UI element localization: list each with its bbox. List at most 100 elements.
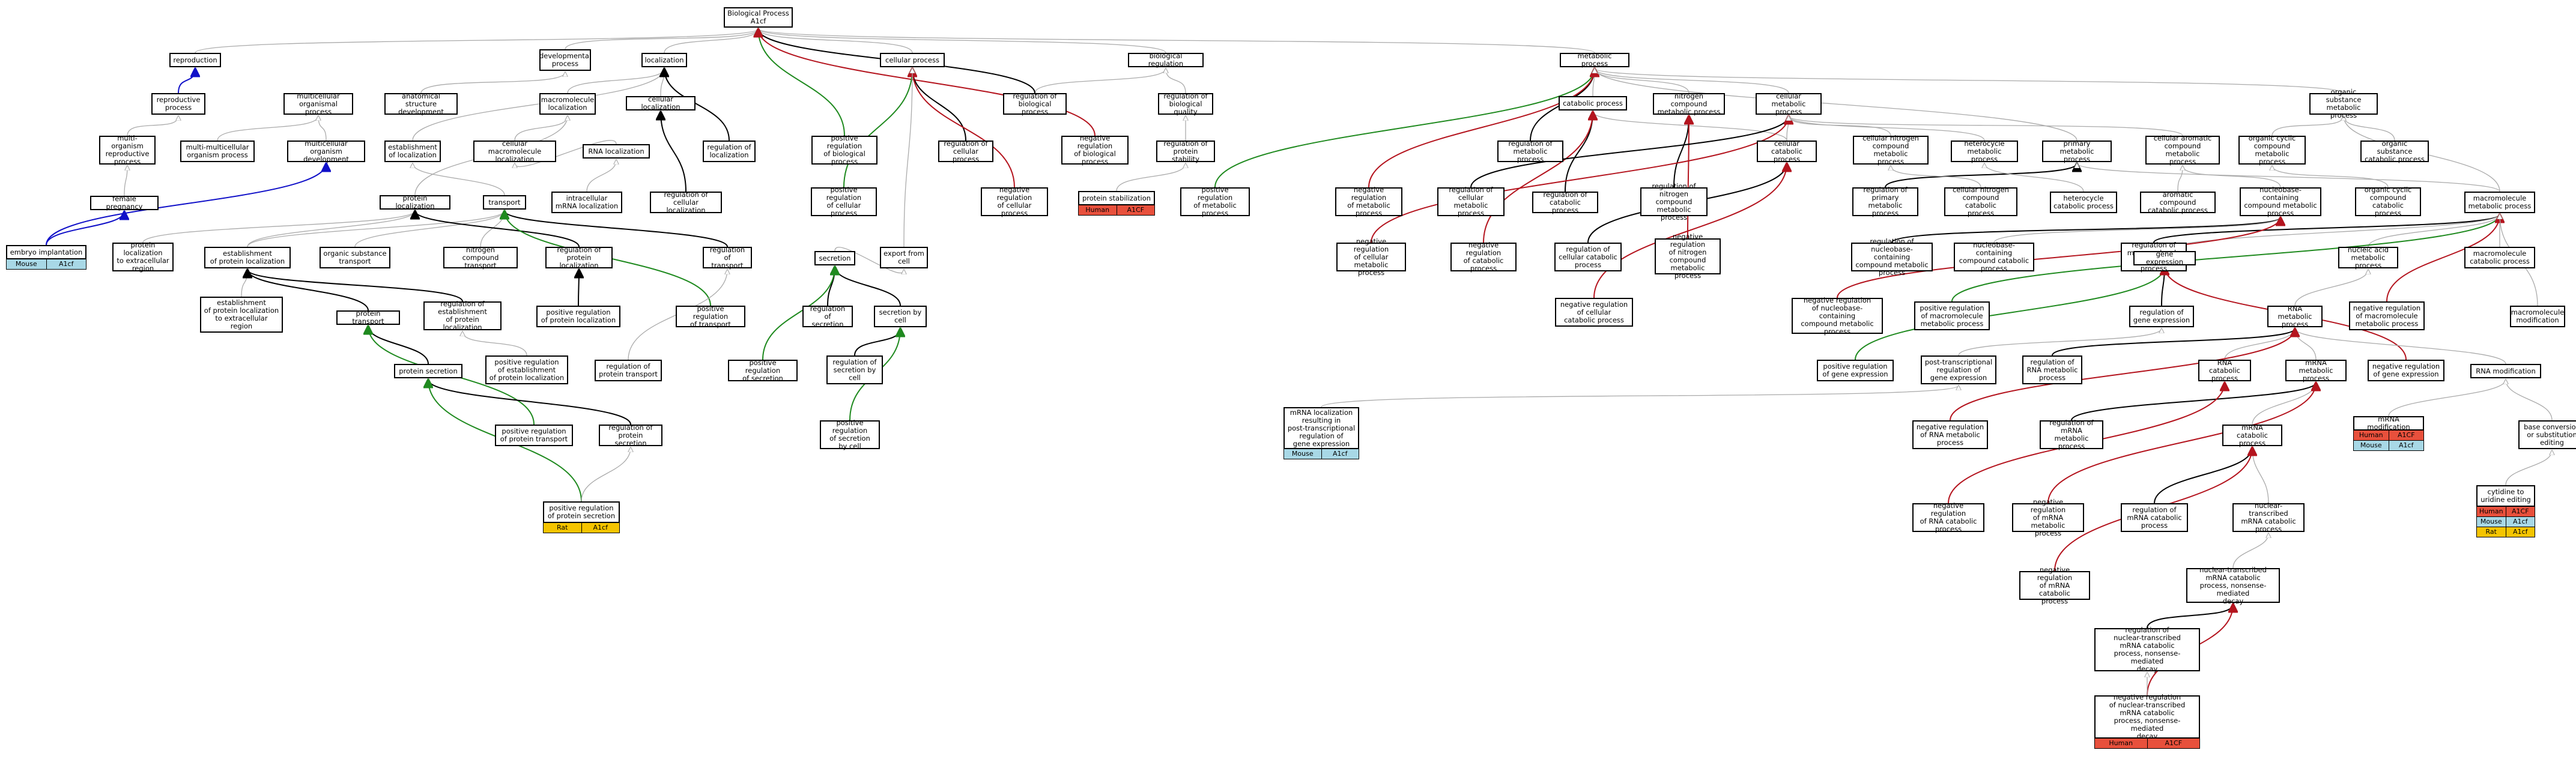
go-term-regncmet[interactable]: regulation of nitrogen compound metaboli…	[1640, 182, 1708, 221]
go-term-cytidine[interactable]: cytidine to uridine editing	[2476, 485, 2535, 507]
go-term-regcell[interactable]: regulation of cellular process	[938, 139, 993, 163]
go-term-rnaloc[interactable]: RNA localization	[583, 144, 650, 159]
go-term-reggeneexpr[interactable]: regulation of gene expression	[2129, 306, 2194, 327]
go-term-negregcellcatab[interactable]: negative regulation of cellular cataboli…	[1555, 298, 1633, 327]
go-term-orgsub[interactable]: organic substance metabolic process	[2309, 88, 2378, 119]
go-term-catab[interactable]: catabolic process	[1559, 96, 1627, 110]
go-term-macrocat[interactable]: macromolecule catabolic process	[2464, 247, 2535, 268]
go-term-regcellloc[interactable]: regulation of cellular localization	[650, 190, 722, 214]
go-term-cellproc[interactable]: cellular process	[880, 53, 945, 67]
go-term-negregmet[interactable]: negative regulation of metabolic process	[1335, 186, 1402, 217]
go-term-cellarom[interactable]: cellular aromatic compound metabolic pro…	[2145, 135, 2220, 166]
go-term-secbycell[interactable]: secretion by cell	[874, 306, 927, 327]
go-term-regnucmet[interactable]: regulation of nucleobase-containing comp…	[1851, 237, 1933, 276]
go-term-negregrnacat[interactable]: negative regulation of RNA catabolic pro…	[1912, 502, 1984, 533]
go-term-regprotsec[interactable]: regulation of protein secretion	[599, 423, 662, 447]
go-term-regmrnacat[interactable]: regulation of mRNA catabolic process	[2121, 503, 2188, 532]
go-term-heterocat[interactable]: heterocycle catabolic process	[2050, 192, 2117, 213]
go-term-negregcell[interactable]: negative regulation of cellular process	[981, 186, 1048, 217]
go-term-regcatab[interactable]: regulation of catabolic process	[1532, 190, 1598, 214]
go-term-regprotstab[interactable]: regulation of protein stability	[1156, 139, 1215, 163]
go-term-posreggeneexpr[interactable]: positive regulation of gene expression	[1817, 360, 1894, 381]
go-term-orgcyc[interactable]: organic cyclic compound metabolic proces…	[2238, 135, 2306, 166]
go-term-posregbio[interactable]: positive regulation of biological proces…	[811, 135, 877, 166]
go-term-loc[interactable]: localization	[641, 53, 687, 67]
go-term-estloc[interactable]: establishment of localization	[384, 141, 441, 162]
go-term-protrans[interactable]: protein transport	[336, 310, 400, 325]
go-term-negregmrnamet[interactable]: negative regulation of mRNA metabolic pr…	[2012, 498, 2084, 537]
go-term-protloc[interactable]: protein localization	[380, 195, 450, 210]
go-term-regsecbycell[interactable]: regulation of secretion by cell	[826, 355, 883, 384]
go-term-embryo[interactable]: embryo implantation	[6, 245, 86, 259]
go-term-negregcellmet[interactable]: negative regulation of cellular metaboli…	[1336, 237, 1406, 276]
go-term-protloctoext[interactable]: protein localization to extracellular re…	[112, 241, 174, 273]
go-term-regqual[interactable]: regulation of biological quality	[1158, 92, 1213, 115]
go-term-baseconv[interactable]: base conversion or substitution editing	[2518, 420, 2576, 449]
go-term-regloc[interactable]: regulation of localization	[703, 141, 756, 162]
go-term-posregsec[interactable]: positive regulation of secretion	[728, 358, 798, 382]
go-term-regnmd[interactable]: regulation of nuclear-transcribed mRNA c…	[2094, 626, 2200, 673]
go-term-rnacat[interactable]: RNA catabolic process	[2198, 358, 2251, 382]
go-term-nucmet[interactable]: nucleobase-containing compound metabolic…	[2240, 186, 2321, 217]
go-term-negregnmd[interactable]: negative regulation of nuclear-transcrib…	[2094, 694, 2200, 740]
go-term-orgsubcat[interactable]: organic substance catabolic process	[2360, 139, 2429, 163]
go-term-negregbio[interactable]: negative regulation of biological proces…	[1061, 135, 1129, 166]
go-term-regmet[interactable]: regulation of metabolic process	[1497, 139, 1563, 163]
go-term-rnamet[interactable]: RNA metabolic process	[2267, 304, 2323, 328]
go-term-macroloc[interactable]: macromolecule localization	[539, 93, 596, 115]
go-term-nuccat[interactable]: nucleobase-containing compound catabolic…	[1954, 241, 2034, 273]
go-term-posttrans[interactable]: post-transcriptional regulation of gene …	[1921, 355, 1996, 384]
go-term-posregprotrans[interactable]: positive regulation of protein transport	[495, 425, 573, 446]
go-term-femalepreg[interactable]: female pregnancy	[90, 195, 159, 211]
go-term-regcellcatab[interactable]: regulation of cellular catabolic process	[1554, 243, 1622, 271]
go-term-posregmacromet[interactable]: positive regulation of macromolecule met…	[1914, 301, 1990, 330]
go-term-exportcell[interactable]: export from cell	[880, 247, 928, 268]
go-term-bioreg[interactable]: biological regulation	[1128, 52, 1204, 68]
go-term-mrnamet[interactable]: mRNA metabolic process	[2285, 358, 2347, 382]
go-term-macromod[interactable]: macromolecule modification	[2510, 306, 2565, 327]
go-term-cellmet[interactable]: cellular metabolic process	[1756, 92, 1822, 115]
go-term-negreggeneexpr[interactable]: negative regulation of gene expression	[2368, 360, 2444, 381]
go-term-ncmet[interactable]: nitrogen compound metabolic process	[1653, 92, 1725, 115]
go-term-cellnccat[interactable]: cellular nitrogen compound catabolic pro…	[1944, 186, 2017, 217]
go-term-cellcatab[interactable]: cellular catabolic process	[1757, 139, 1817, 163]
go-term-regestprotloc[interactable]: regulation of establishment of protein l…	[423, 300, 502, 331]
go-term-protsec[interactable]: protein secretion	[394, 364, 462, 378]
go-term-regtrans[interactable]: regulation of transport	[703, 246, 752, 269]
go-term-negregnucmet[interactable]: negative regulation of nucleobase-contai…	[1792, 296, 1883, 335]
go-term-cellmacroloc[interactable]: cellular macromolecule localization	[473, 139, 556, 163]
go-term-regmrnamet[interactable]: regulation of mRNA metabolic process	[2040, 419, 2103, 450]
go-term-posregprotsec[interactable]: positive regulation of protein secretion	[543, 501, 620, 523]
go-term-regprotloc[interactable]: regulation of protein localization	[545, 246, 613, 269]
go-term-rnamod[interactable]: RNA modification	[2470, 364, 2541, 378]
go-term-cellloc[interactable]: cellular localization	[626, 95, 696, 111]
go-term-mrnaloc[interactable]: mRNA localization resulting in post-tran…	[1283, 407, 1359, 449]
go-term-estprotloc[interactable]: establishment of protein localization	[204, 247, 291, 268]
go-term-geneexpr[interactable]: gene expression	[2133, 250, 2196, 266]
go-term-multicell[interactable]: multicellular organismal process	[283, 92, 353, 115]
go-term-hetero[interactable]: heterocycle metabolic process	[1951, 139, 2018, 163]
go-term-transport[interactable]: transport	[483, 195, 526, 210]
go-term-primmet[interactable]: primary metabolic process	[2042, 139, 2112, 163]
go-term-posregestprotloc[interactable]: positive regulation of establishment of …	[485, 355, 568, 384]
go-term-negregncmet[interactable]: negative regulation of nitrogen compound…	[1655, 233, 1721, 280]
go-term-posregprotloc[interactable]: positive regulation of protein localizat…	[536, 306, 620, 327]
go-term-dev[interactable]: developmental process	[539, 49, 591, 71]
go-term-nuctransmrnacat[interactable]: nuclear-transcribed mRNA catabolic proce…	[2232, 502, 2305, 533]
go-term-protstab[interactable]: protein stabilization	[1078, 191, 1155, 205]
go-term-regprotrans[interactable]: regulation of protein transport	[595, 360, 662, 381]
go-term-secretion[interactable]: secretion	[814, 251, 855, 265]
go-term-regsec[interactable]: regulation of secretion	[802, 304, 853, 328]
go-term-metab[interactable]: metabolic process	[1560, 52, 1629, 68]
go-term-multiorgrepro[interactable]: multi-organism reproductive process	[99, 135, 156, 166]
go-term-negregrnamet[interactable]: negative regulation of RNA metabolic pro…	[1912, 420, 1988, 449]
go-term-mrnacat[interactable]: mRNA catabolic process	[2222, 423, 2282, 447]
go-term-negregcatab[interactable]: negative regulation of catabolic process	[1450, 241, 1517, 273]
go-term-nctrans[interactable]: nitrogen compound transport	[443, 246, 518, 269]
go-term-nucacid[interactable]: nucleic acid metabolic process	[2338, 246, 2398, 269]
go-term-regbio[interactable]: regulation of biological process	[1003, 92, 1067, 115]
go-term-posregcell[interactable]: positive regulation of cellular process	[811, 186, 877, 217]
go-term-aromcat[interactable]: aromatic compound catabolic process	[2140, 190, 2216, 214]
go-term-regrnamet[interactable]: regulation of RNA metabolic process	[2022, 355, 2082, 384]
go-term-multidev[interactable]: multicellular organism development	[287, 139, 365, 163]
